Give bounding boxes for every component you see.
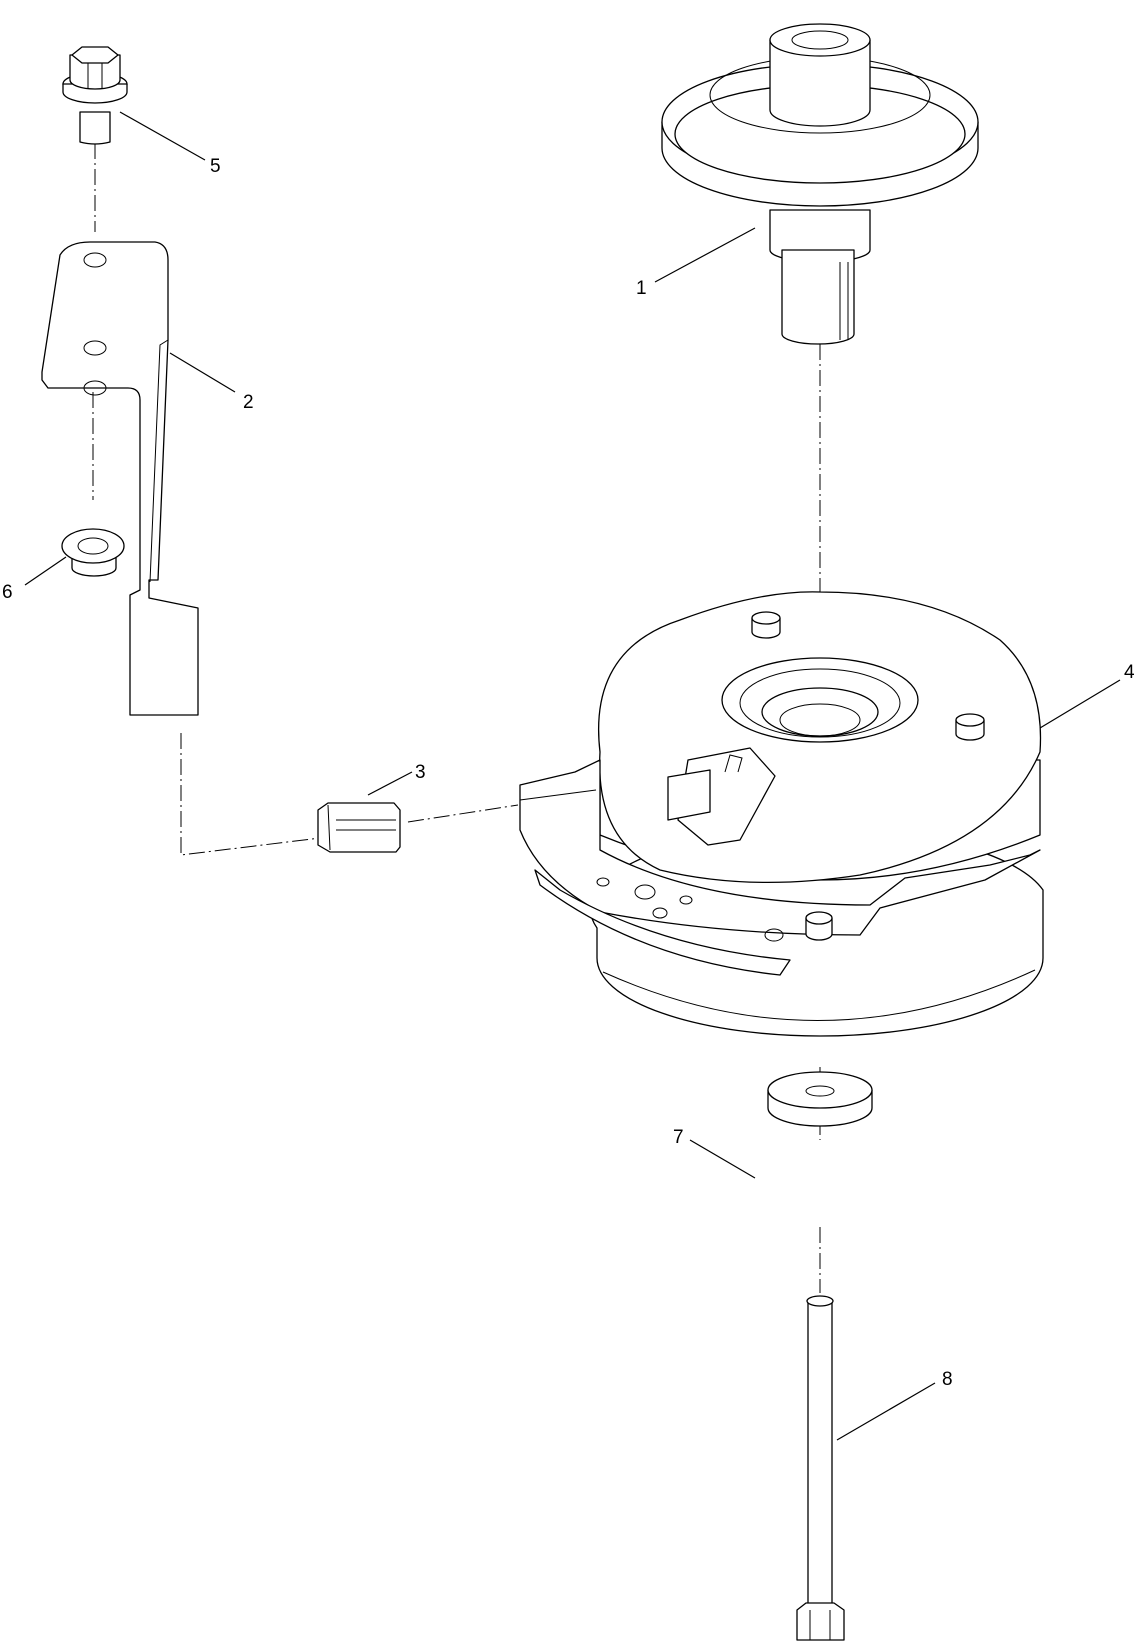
part-4-electric-clutch: [519, 591, 1044, 1037]
part-1-pulley-spindle: [661, 23, 979, 345]
callout-6: 6: [2, 582, 13, 603]
callout-leaders: [24, 111, 1121, 1441]
callout-3: 3: [415, 762, 426, 783]
callout-5: 5: [210, 156, 221, 177]
part-5-flange-bolt: [62, 46, 128, 145]
callout-labels: 1 2 3 4 5 6 7 8: [2, 156, 1135, 1390]
part-2-bracket: [41, 241, 199, 716]
part-7-washer: [767, 1071, 873, 1127]
part-6-flange-nut: [61, 528, 125, 577]
callout-1: 1: [636, 278, 647, 299]
callout-8: 8: [942, 1369, 953, 1390]
callout-7: 7: [673, 1127, 684, 1148]
callout-2: 2: [243, 392, 254, 413]
part-3-connector-clip: [317, 802, 401, 853]
callout-4: 4: [1124, 662, 1135, 683]
part-8-long-bolt: [796, 1295, 845, 1641]
